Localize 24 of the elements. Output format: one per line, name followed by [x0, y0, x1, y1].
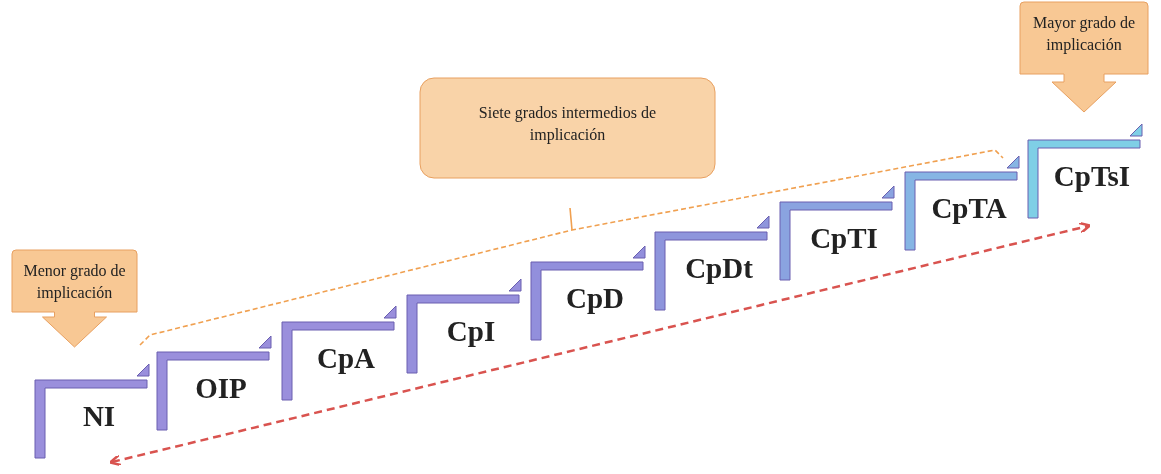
arrow-callout [12, 250, 137, 347]
stair-step [407, 278, 525, 373]
stair-step [655, 215, 773, 310]
callout-text: Siete grados intermedios de implicación [477, 103, 658, 146]
step-label: CpI [445, 315, 497, 348]
stair-step [282, 305, 400, 400]
step-label: NI [81, 400, 117, 433]
step-label: OIP [194, 372, 248, 405]
callout-text: Mayor grado de implicación [1031, 13, 1137, 56]
arrow-callout [1020, 2, 1148, 112]
step-label: CpTsI [1052, 160, 1132, 193]
stair-step [780, 185, 898, 280]
step-label: CpDt [684, 252, 754, 285]
callout-box [420, 78, 715, 178]
step-label: CpA [316, 342, 376, 375]
stair-step [35, 363, 153, 458]
stair-step [905, 155, 1023, 250]
step-label: CpTA [930, 192, 1008, 225]
step-label: CpD [565, 282, 625, 315]
stair-step [157, 335, 275, 430]
stair-step [531, 245, 649, 340]
callout-text: Menor grado de implicación [22, 261, 127, 304]
step-label: CpTI [809, 222, 879, 255]
stair-step [1028, 123, 1146, 218]
